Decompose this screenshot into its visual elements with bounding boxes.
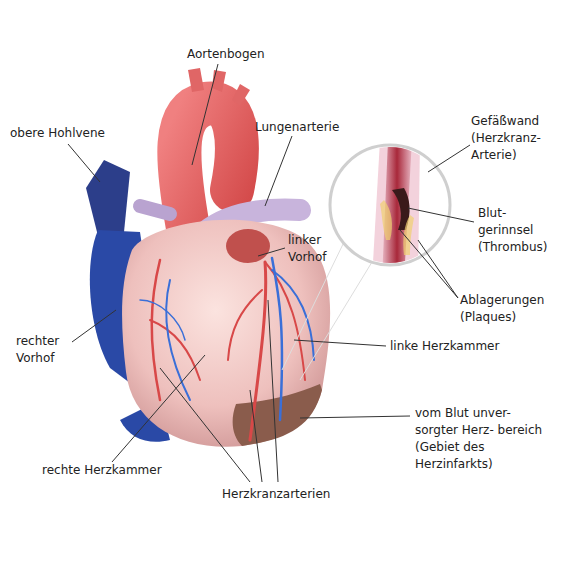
left-atrium: [226, 229, 270, 263]
part-label: vom Blut unver- sorgter Herz- bereich (G…: [415, 405, 549, 473]
part-label: linke Herzkammer: [390, 338, 540, 355]
aorta-branch: [232, 84, 250, 106]
part-label: rechter Vorhof: [16, 333, 76, 367]
part-label: obere Hohlvene: [10, 125, 130, 142]
leader-lines: [68, 64, 474, 482]
part-label: linker Vorhof: [288, 232, 350, 266]
part-label: rechte Herzkammer: [42, 462, 202, 479]
coronary-arteries: [140, 258, 314, 440]
part-label: Blut- gerinnsel (Thrombus): [478, 205, 562, 256]
part-label: Ablagerungen (Plaques): [460, 292, 560, 326]
part-label: Aortenbogen: [187, 46, 307, 63]
pulmonary-artery: [140, 206, 170, 214]
part-label: Lungenarterie: [255, 119, 375, 136]
infarct-area: [233, 384, 322, 446]
part-label: Gefäßwand (Herzkranz- Arterie): [471, 113, 563, 164]
part-label: Herzkranzarterien: [222, 486, 382, 503]
vessel-section: [372, 140, 420, 280]
vena-cava: [86, 160, 130, 236]
aorta-branch: [188, 68, 204, 92]
